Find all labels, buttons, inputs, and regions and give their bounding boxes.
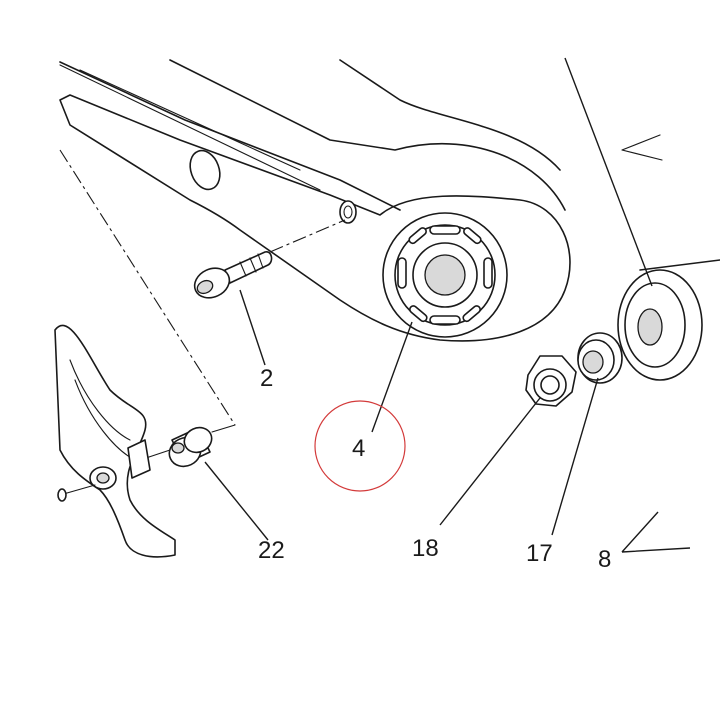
washer-part[interactable] (577, 332, 623, 384)
part-label-8: 8 (598, 546, 611, 573)
swingarm-part[interactable] (59, 59, 571, 342)
spacer-part[interactable] (165, 423, 216, 471)
bolt-part[interactable] (190, 251, 273, 304)
hub-slots (397, 225, 493, 325)
part-label-18: 18 (412, 535, 439, 562)
leader-17 (551, 377, 599, 536)
part-label-22: 22 (258, 537, 285, 564)
nut-part[interactable] (525, 355, 577, 407)
bolt-axis-line (269, 219, 346, 253)
highlight-circle (314, 400, 406, 492)
leader-2 (239, 289, 266, 366)
part-label-4: 4 (352, 435, 365, 462)
leader-18 (439, 397, 541, 526)
part-label-2: 2 (260, 365, 273, 392)
spacer-axis-line (59, 149, 236, 426)
leader-8 (621, 511, 691, 553)
arrow-indicator (621, 134, 663, 161)
part-label-17: 17 (526, 540, 553, 567)
hub-part[interactable] (617, 259, 720, 381)
leader-8-top (564, 57, 653, 287)
leader-22 (204, 461, 269, 541)
leader-4 (371, 321, 413, 433)
bracket-part[interactable] (54, 324, 176, 558)
